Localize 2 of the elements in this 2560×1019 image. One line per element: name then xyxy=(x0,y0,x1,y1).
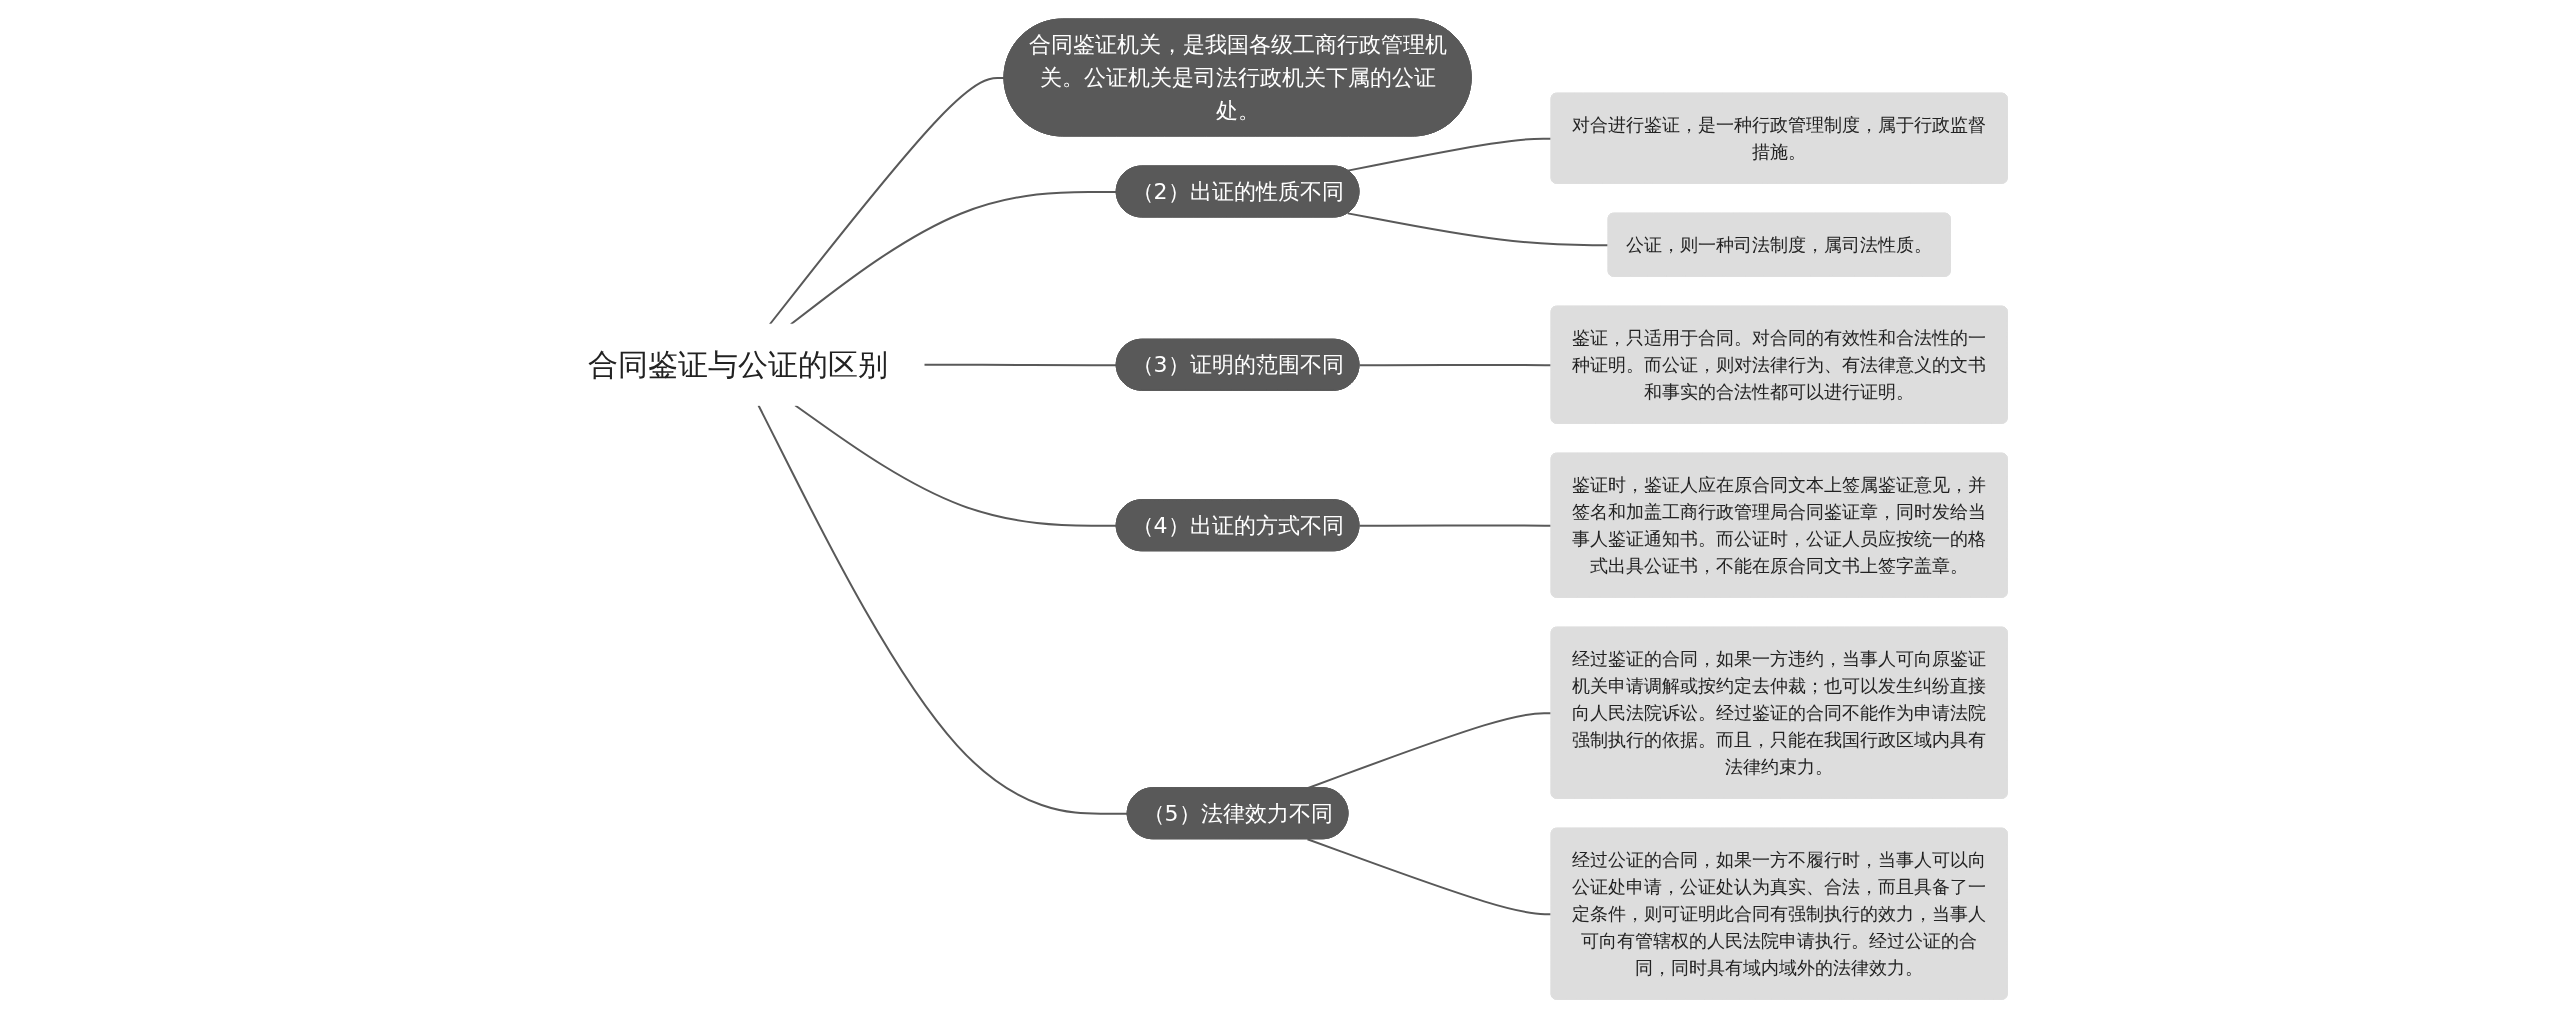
node-text: 合同鉴证与公证的区别 xyxy=(588,347,889,383)
connector xyxy=(769,77,1006,326)
